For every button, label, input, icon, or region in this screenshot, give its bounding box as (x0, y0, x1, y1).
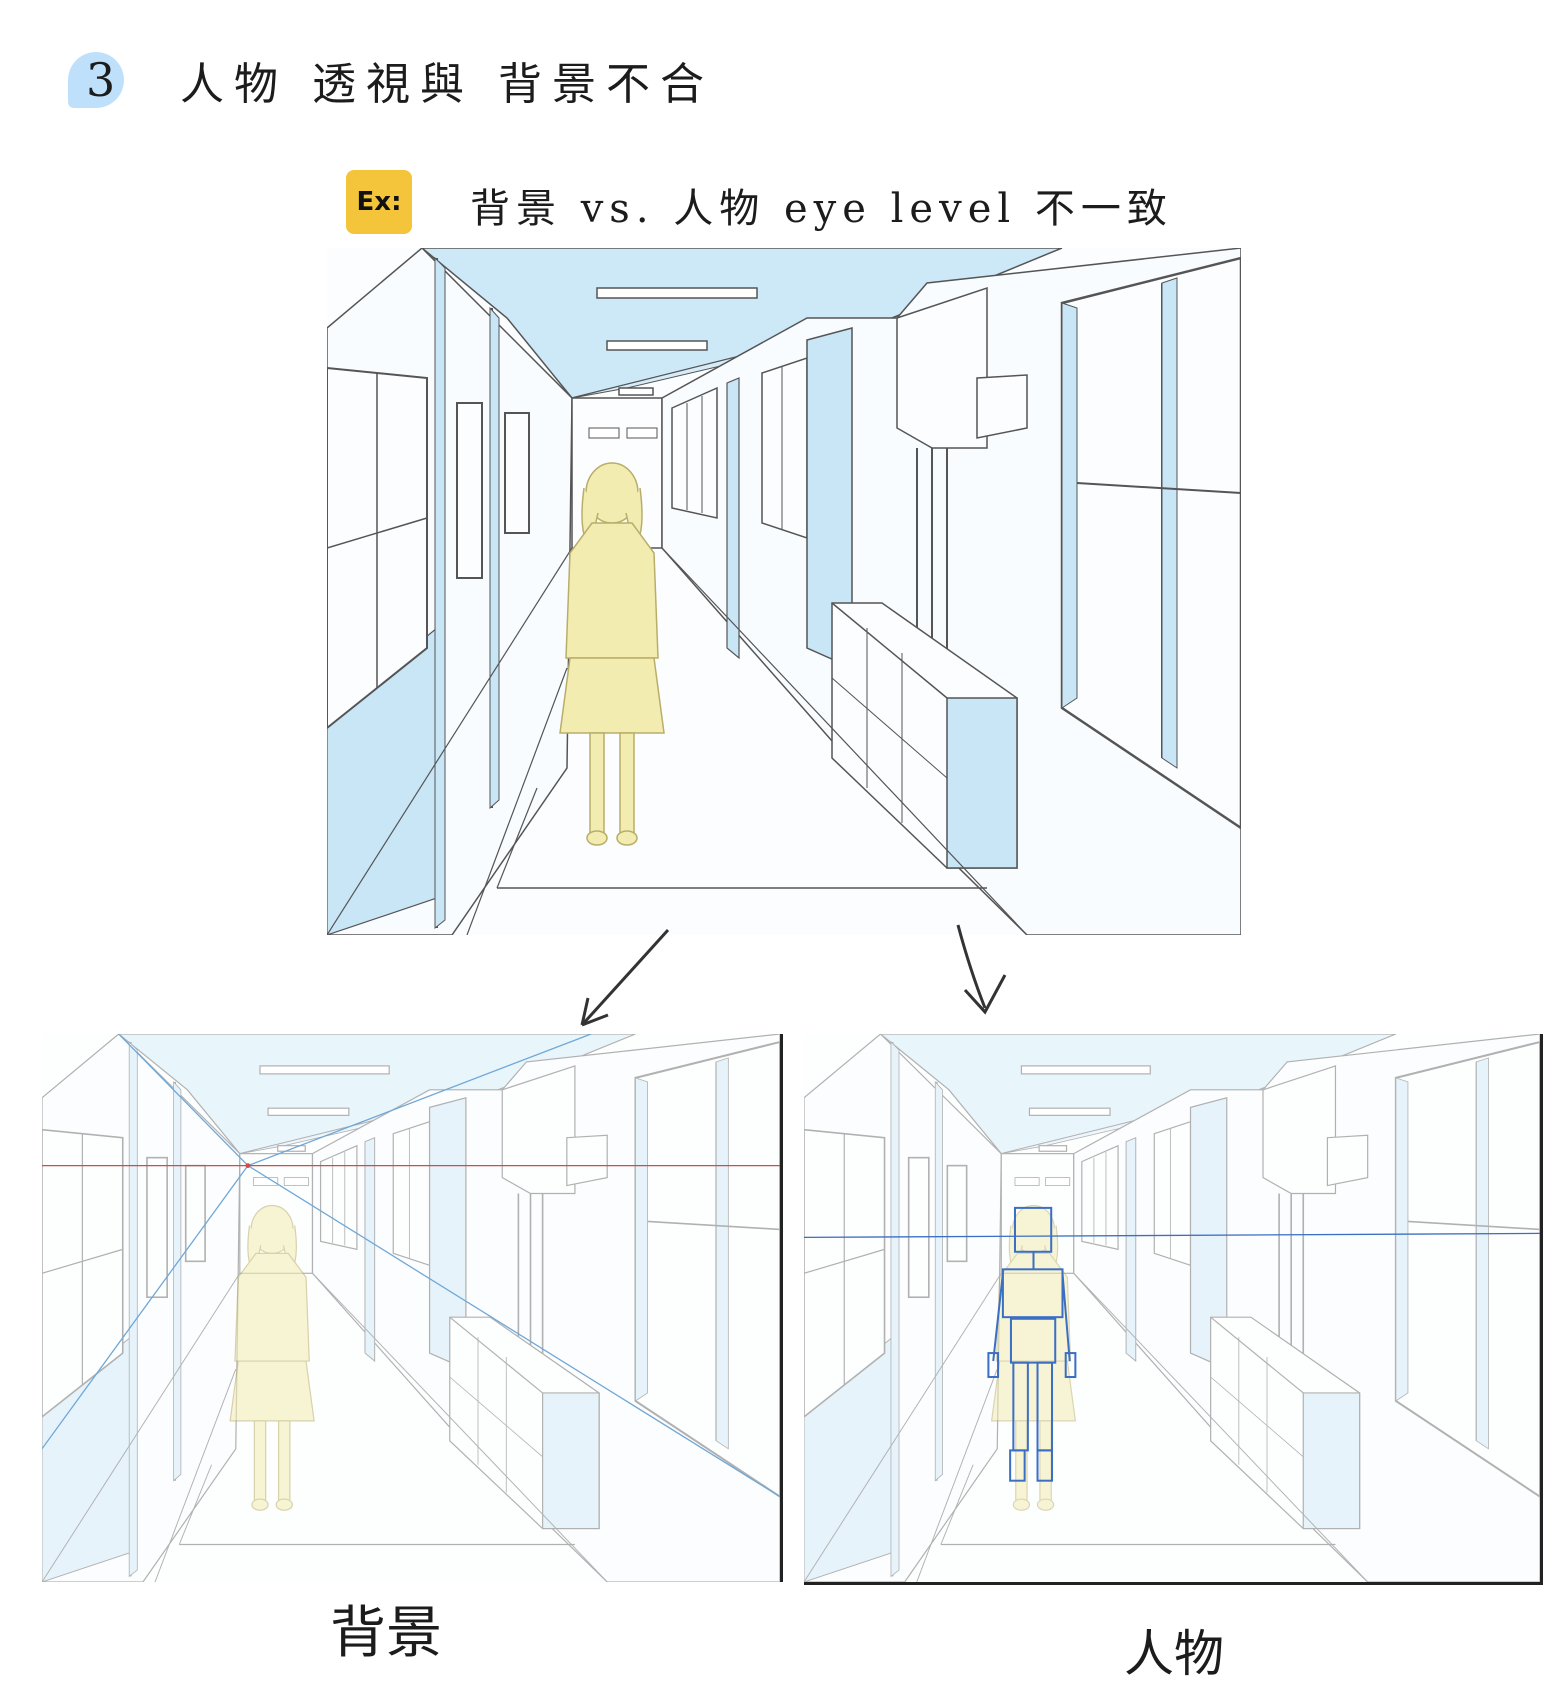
section-number-badge (68, 52, 124, 108)
arrow-left (580, 928, 670, 1027)
arrow-right (956, 924, 987, 1009)
caption-background: 背景 (330, 1601, 442, 1666)
character-eye-level-panel (804, 1034, 1543, 1585)
horizon-line (804, 1232, 1540, 1239)
example-badge: Ex: (346, 170, 412, 234)
page-title: 人物 透視與 背景不合 (180, 59, 714, 110)
section-number: 3 (86, 53, 116, 107)
hallway-illustration (327, 248, 1241, 935)
caption-character: 人物 (1124, 1625, 1224, 1683)
arrows (580, 924, 1007, 1027)
example-caption: 背景 vs. 人物 eye level 不一致 (470, 186, 1173, 232)
background-eye-level-panel (42, 1034, 783, 1582)
mannequin-figure (987, 1206, 1077, 1482)
vanishing-point (245, 1163, 251, 1169)
